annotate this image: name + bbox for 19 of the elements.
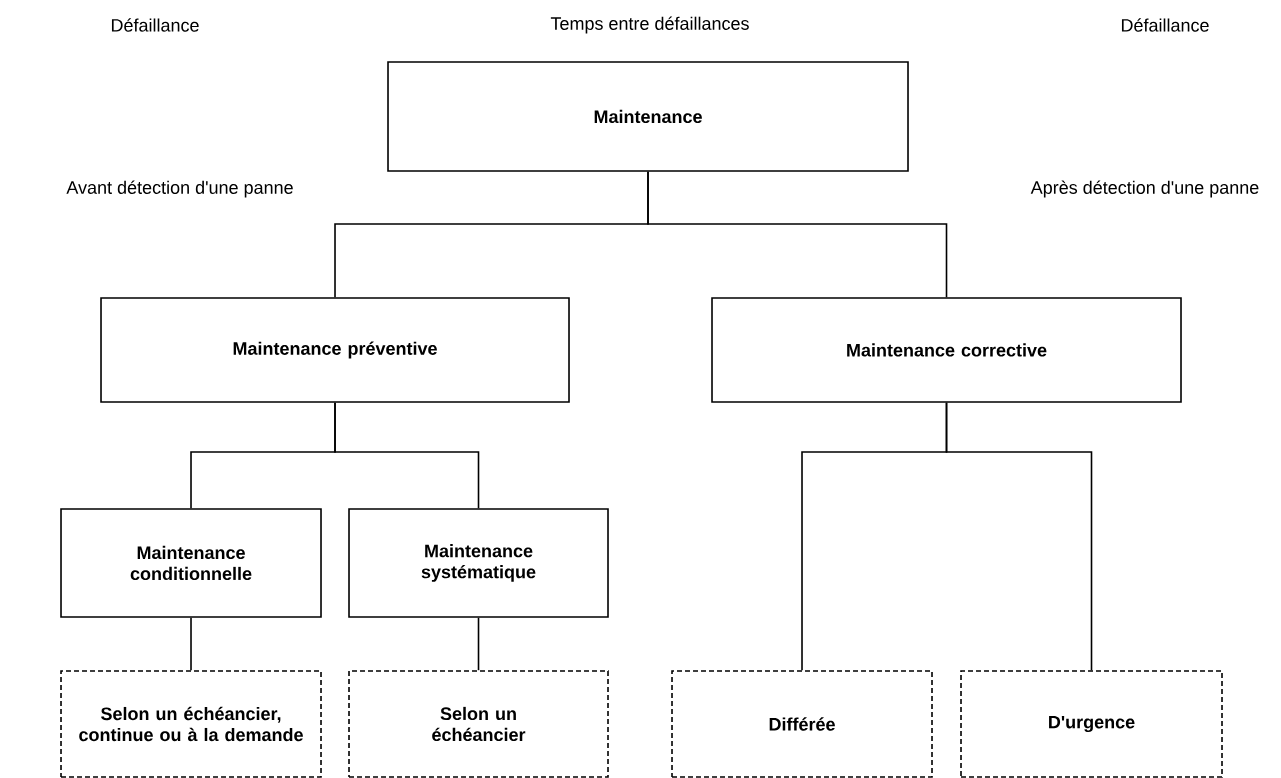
process-box: Maintenance corrective bbox=[711, 297, 1182, 403]
connector-line bbox=[190, 617, 192, 671]
process-box: Maintenance bbox=[387, 61, 909, 172]
dashed-box: Différée bbox=[671, 670, 933, 778]
label-text: Défaillance bbox=[1121, 18, 1209, 32]
connector-line bbox=[334, 401, 480, 509]
label-text: Avant détection d'une panne bbox=[66, 180, 293, 198]
label-text: Après détection d'une panne bbox=[1030, 180, 1259, 198]
process-box: Maintenance systématique bbox=[348, 508, 609, 618]
process-box: Maintenance préventive bbox=[100, 297, 570, 403]
connector-line bbox=[647, 171, 948, 298]
label-text: Temps entre défaillances bbox=[550, 16, 749, 34]
dashed-box: Selon un échéancier, continue ou à la demande bbox=[60, 670, 322, 778]
connector-line bbox=[945, 401, 1093, 671]
label-text: Défaillance bbox=[111, 18, 199, 32]
process-box: Maintenance conditionnelle bbox=[60, 508, 322, 618]
connector-line bbox=[477, 617, 480, 671]
dashed-box: Selon un échéancier bbox=[348, 670, 609, 778]
dashed-box: D'urgence bbox=[960, 670, 1223, 778]
